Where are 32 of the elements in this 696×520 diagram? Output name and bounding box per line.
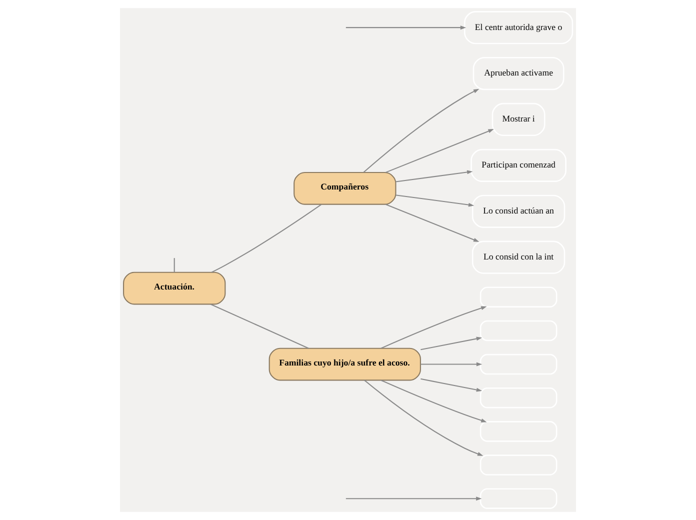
arrow [396, 170, 473, 182]
node-box [480, 387, 558, 408]
arrow [363, 88, 480, 173]
node-box: Compañeros [294, 172, 396, 205]
node-box: Participan comenzad [470, 148, 566, 182]
node-box: Aprueban activame [472, 56, 564, 90]
node-box: El centr autorida grave o [464, 11, 574, 44]
node-box [480, 421, 558, 442]
arrow [385, 129, 494, 173]
node-box: Actuación. [123, 272, 226, 305]
arrow [396, 194, 474, 207]
node-box [480, 320, 558, 342]
arrow [364, 380, 484, 456]
node-box [480, 286, 558, 308]
arrow [420, 378, 482, 392]
arrow [385, 204, 480, 242]
arrow [420, 336, 482, 350]
node-box: Lo consid actúan an [472, 194, 566, 228]
node-box [480, 488, 558, 509]
node-box [480, 354, 558, 375]
arrow [346, 26, 466, 30]
arrow [380, 306, 487, 349]
arrow [346, 496, 482, 501]
node-box: Lo consid con la int [472, 240, 566, 274]
connector [210, 304, 309, 349]
node-box: Mostrar i [492, 102, 546, 136]
connector [211, 204, 322, 273]
node-box: Familias cuyo hijo/a sufre el acoso. [268, 348, 421, 381]
arrow [380, 380, 487, 422]
arrow [420, 362, 482, 366]
connector [174, 258, 175, 272]
node-box [480, 454, 558, 476]
